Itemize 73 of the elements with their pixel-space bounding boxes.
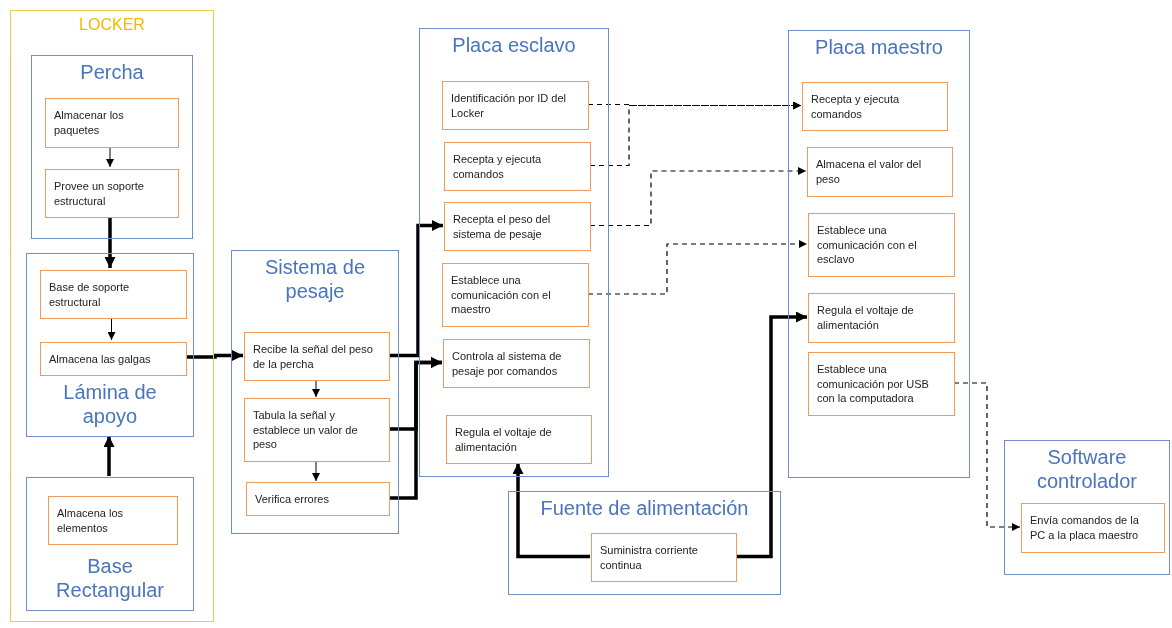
locker-frame (10, 10, 214, 622)
box-text: Establece una comunicación con el maestro (451, 272, 552, 318)
box-text: Controla al sistema de pesaje por comandos (452, 348, 563, 379)
box-text: Recepta el peso del sistema de pesaje (453, 211, 552, 242)
box-text: Recepta y ejecuta comandos (453, 151, 543, 182)
process-box (40, 342, 187, 376)
arrow (389, 357, 442, 500)
arrow (185, 350, 243, 361)
box-text: Establece una comunicación por USB con la computadora (817, 361, 930, 407)
group-box (31, 55, 193, 239)
group-box (788, 30, 970, 478)
group-title: Percha (79, 60, 145, 84)
process-box (443, 339, 590, 388)
group-title: Lámina de apoyo (62, 380, 158, 428)
arrow (736, 311, 807, 559)
process-box (45, 98, 179, 148)
process-box (442, 263, 589, 327)
box-text: Regula el voltaje de alimentación (817, 303, 915, 333)
group-title: LOCKER (78, 15, 146, 35)
process-box (40, 270, 187, 319)
box-text: Verifica errores (255, 491, 329, 507)
box-text: Envía comandos de la PC a la placa maestro (1030, 513, 1140, 543)
box-text: Almacena el valor del peso (816, 157, 923, 187)
box-text: Identificación por ID del Locker (451, 90, 567, 121)
group-box (1004, 440, 1170, 575)
process-box (1021, 503, 1165, 553)
group-box (231, 250, 399, 534)
arrow (104, 216, 116, 268)
box-text: Regula el voltaje de alimentación (455, 424, 553, 455)
box-text: Almacena las galgas (49, 351, 151, 367)
group-box (26, 253, 194, 437)
arrow (589, 101, 802, 167)
process-box (246, 482, 390, 516)
arrow (103, 436, 115, 476)
box-text: Base de soporte estructural (49, 279, 131, 310)
group-box (26, 477, 194, 611)
process-box (48, 496, 178, 545)
process-box (591, 533, 737, 582)
box-text: Provee un soporte estructural (54, 178, 145, 209)
arrow (589, 167, 807, 227)
box-text: Tabula la señal y establece un valor de peso (253, 407, 359, 453)
box-text: Almacena los elementos (57, 505, 125, 536)
process-box (808, 213, 955, 277)
process-box (444, 202, 591, 251)
process-box (446, 415, 592, 464)
box-text: Almacenar los paquetes (54, 108, 125, 138)
process-box (45, 169, 179, 218)
arrow (312, 460, 320, 482)
group-title: Placa maestro (814, 35, 944, 59)
process-box (244, 398, 390, 462)
group-box (419, 28, 609, 477)
process-box (808, 352, 955, 416)
arrow (512, 463, 590, 559)
box-text: Recibe la señal del peso de la percha (253, 341, 374, 372)
arrow (312, 379, 320, 398)
process-box (444, 142, 591, 191)
arrow (953, 382, 1021, 531)
group-title: Software controlador (1035, 445, 1139, 493)
box-text: Suministra corriente continua (600, 542, 699, 573)
box-text: Establece una comunicación con el esclavo (817, 222, 918, 268)
group-title: Fuente de alimentación (539, 496, 750, 520)
arrow (587, 240, 808, 295)
group-title: Base Rectangular (55, 554, 165, 602)
process-box (808, 293, 955, 343)
process-box (807, 147, 953, 197)
box-text: Recepta y ejecuta comandos (811, 91, 901, 122)
group-box (508, 491, 781, 595)
process-box (802, 82, 948, 131)
process-box (442, 81, 589, 130)
process-box (244, 332, 390, 381)
group-title: Placa esclavo (451, 33, 577, 57)
group-title: Sistema de pesaje (263, 255, 367, 303)
arrow (389, 220, 443, 358)
